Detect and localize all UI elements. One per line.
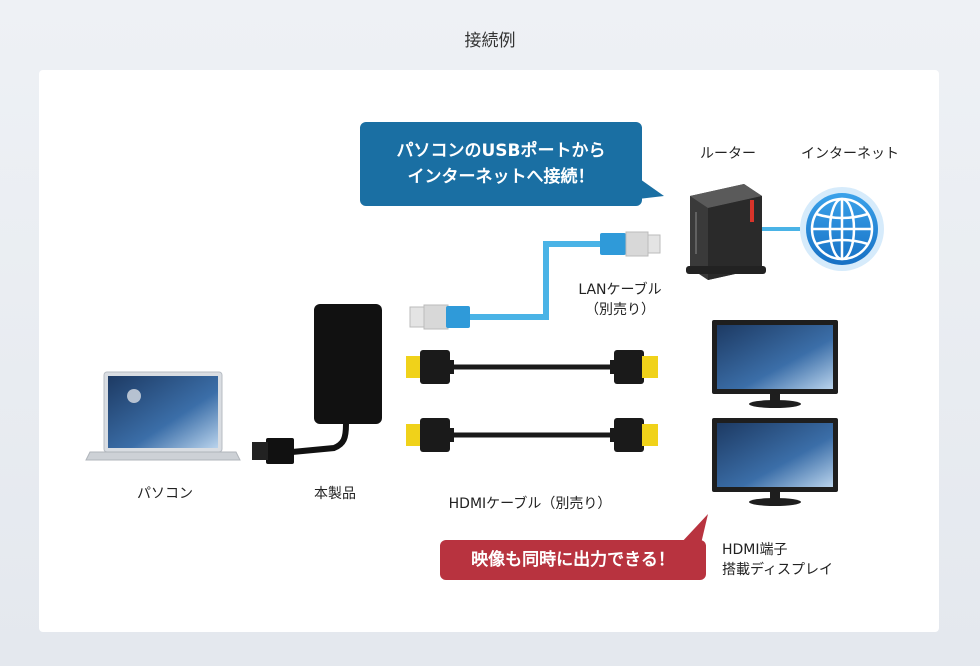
internet-label: インターネット (801, 146, 899, 162)
router-icon (686, 184, 766, 280)
hdmi-cable-2 (406, 418, 658, 452)
hdmi-cable-label: HDMIケーブル（別売り） (448, 496, 612, 512)
lan-plug-icon (409, 304, 470, 330)
globe-icon (800, 187, 884, 271)
lan-cable-label-line1: LANケーブル (578, 282, 662, 298)
hdmi-plug-icon (406, 418, 454, 452)
hdmi-cable-1 (406, 350, 658, 384)
monitor-icon (712, 418, 838, 506)
usb-callout: パソコンのUSBポートから インターネットへ接続！ (360, 122, 642, 206)
display-label-line1: HDMI端子 (722, 542, 788, 558)
lan-cable-label: LANケーブル （別売り） (560, 280, 680, 320)
callout-tail (680, 514, 708, 548)
monitor-icon (712, 320, 838, 408)
lan-plug-icon (600, 231, 661, 257)
usb-callout-line2: インターネットへ接続！ (407, 167, 595, 187)
adapter-icon (252, 304, 382, 464)
page-title: 接続例 (464, 31, 516, 51)
pc-label: パソコン (137, 486, 193, 502)
lan-cable (409, 231, 661, 330)
hdmi-plug-icon (610, 418, 658, 452)
usb-callout-line1: パソコンのUSBポートから (396, 141, 606, 161)
video-callout: 映像も同時に出力できる！ (440, 540, 706, 580)
lan-cable-label-line2: （別売り） (585, 302, 655, 318)
hdmi-plug-icon (406, 350, 454, 384)
laptop-icon (85, 371, 241, 461)
display-label-line2: 搭載ディスプレイ (722, 562, 834, 578)
router-label: ルーター (700, 146, 756, 162)
hdmi-plug-icon (610, 350, 658, 384)
display-label: HDMI端子 搭載ディスプレイ (722, 540, 852, 580)
product-label: 本製品 (314, 486, 356, 502)
